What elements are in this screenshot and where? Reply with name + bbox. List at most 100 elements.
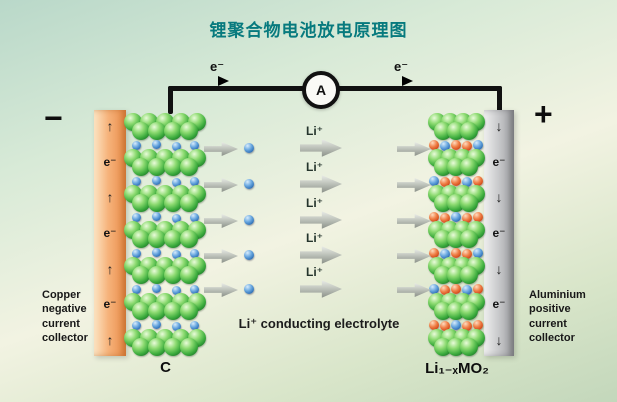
metal-atom-sphere [440,177,450,187]
metal-atom-sphere [451,248,461,258]
metal-atom-sphere [462,249,472,259]
atom-sphere [460,158,478,176]
intercalated-ion-row [428,320,485,331]
li-ion-sphere [190,249,199,258]
li-ion-sphere [473,140,483,150]
metal-atom-sphere [473,284,483,294]
li-ion-label: Li⁺ [306,196,323,210]
atom-sphere [132,302,150,320]
aluminium-collector-caption: Aluminium positive current collector [529,289,586,344]
metal-atom-sphere [440,285,450,295]
li-ion-sphere [190,141,199,150]
atom-sphere [180,122,198,140]
li-ion-sphere [132,213,141,222]
li-ion-sphere [473,248,483,258]
electron-down-arrow-icon: ↓ [495,260,503,277]
li-ion-sphere [172,142,181,151]
circuit-wire-right [497,86,502,114]
atom-sphere [148,194,166,212]
metal-atom-sphere [429,140,439,150]
intercalated-ion-row [124,140,207,151]
li-ion-sphere [132,285,141,294]
flow-arrow-icon [204,248,238,264]
li-ion-sphere [132,321,141,330]
metal-oxide-electrode [428,113,485,356]
flow-arrow-icon [204,141,238,157]
electron-up-arrow-icon: ↑ [106,260,114,277]
flow-arrow-icon [397,213,431,229]
li-ion-sphere [244,215,254,225]
ammeter-label: A [315,82,327,98]
flow-arrow-icon [397,177,431,193]
li-ion-sphere [132,141,141,150]
li-ion-sphere [172,214,181,223]
li-ion-sphere [190,177,199,186]
li-ion-sphere [152,248,161,257]
intercalated-ion-row [124,212,207,223]
intercalated-ion-row [428,140,485,151]
electron-direction-arrow-icon [218,76,229,86]
ion-flow-row: Li⁺ [204,231,434,269]
atom-sphere [180,158,198,176]
li-ion-sphere [244,250,254,260]
flow-arrow-icon [300,139,342,157]
li-ion-label: Li⁺ [306,160,323,174]
atom-sphere [180,302,198,320]
electron-label: e⁻ [492,297,506,312]
electron-direction-arrow-icon [402,76,413,86]
graphite-layer [124,293,207,320]
li-ion-label: Li⁺ [306,231,323,245]
atom-sphere [148,158,166,176]
metal-atom-sphere [462,213,472,223]
li-ion-sphere [244,143,254,153]
electron-down-arrow-icon: ↓ [495,118,503,134]
electrolyte-region: Li⁺ Li⁺ Li⁺ Li⁺ Li⁺ [204,0,434,360]
atom-sphere [164,122,182,140]
atom-sphere [148,230,166,248]
li-ion-sphere [190,285,199,294]
intercalated-ion-row [428,176,485,187]
ion-flow-row: Li⁺ [204,196,434,234]
li-ion-sphere [172,250,181,259]
electron-up-arrow-icon: ↑ [106,118,114,134]
metal-atom-sphere [451,176,461,186]
metal-atom-sphere [429,248,439,258]
atom-sphere [132,266,150,284]
atom-sphere [148,302,166,320]
graphite-layer [124,329,207,356]
li-ion-label: Li⁺ [306,124,323,138]
metal-oxide-layer [428,293,485,320]
atom-sphere [132,230,150,248]
metal-atom-sphere [440,321,450,331]
flow-arrow-icon [397,141,431,157]
metal-atom-sphere [451,284,461,294]
atom-sphere [460,230,478,248]
electron-label: e⁻ [103,154,117,169]
graphite-layer [124,149,207,176]
atom-sphere [164,194,182,212]
graphite-layer [124,185,207,212]
graphite-layer [124,113,207,140]
atom-sphere [148,122,166,140]
graphite-layer [124,257,207,284]
flow-arrow-icon [300,211,342,229]
copper-electron-stack: ↑e⁻↑e⁻↑e⁻↑ [94,110,126,356]
electron-label: e⁻ [492,154,506,169]
flow-arrow-icon [300,246,342,264]
li-ion-sphere [152,320,161,329]
intercalated-ion-row [428,284,485,295]
metal-atom-sphere [473,176,483,186]
atom-sphere [148,338,166,356]
electron-label: e⁻ [103,225,117,240]
positive-terminal-sign: + [534,96,553,132]
electron-flow-label-left: e⁻ [210,59,225,74]
li-ion-sphere [190,321,199,330]
li-ion-label: Li⁺ [306,265,323,279]
li-ion-sphere [440,141,450,151]
metal-atom-sphere [440,213,450,223]
ion-flow-row: Li⁺ [204,265,434,303]
atom-sphere [460,266,478,284]
electron-label: e⁻ [103,297,117,312]
flow-arrow-icon [204,177,238,193]
metal-oxide-layer [428,149,485,176]
